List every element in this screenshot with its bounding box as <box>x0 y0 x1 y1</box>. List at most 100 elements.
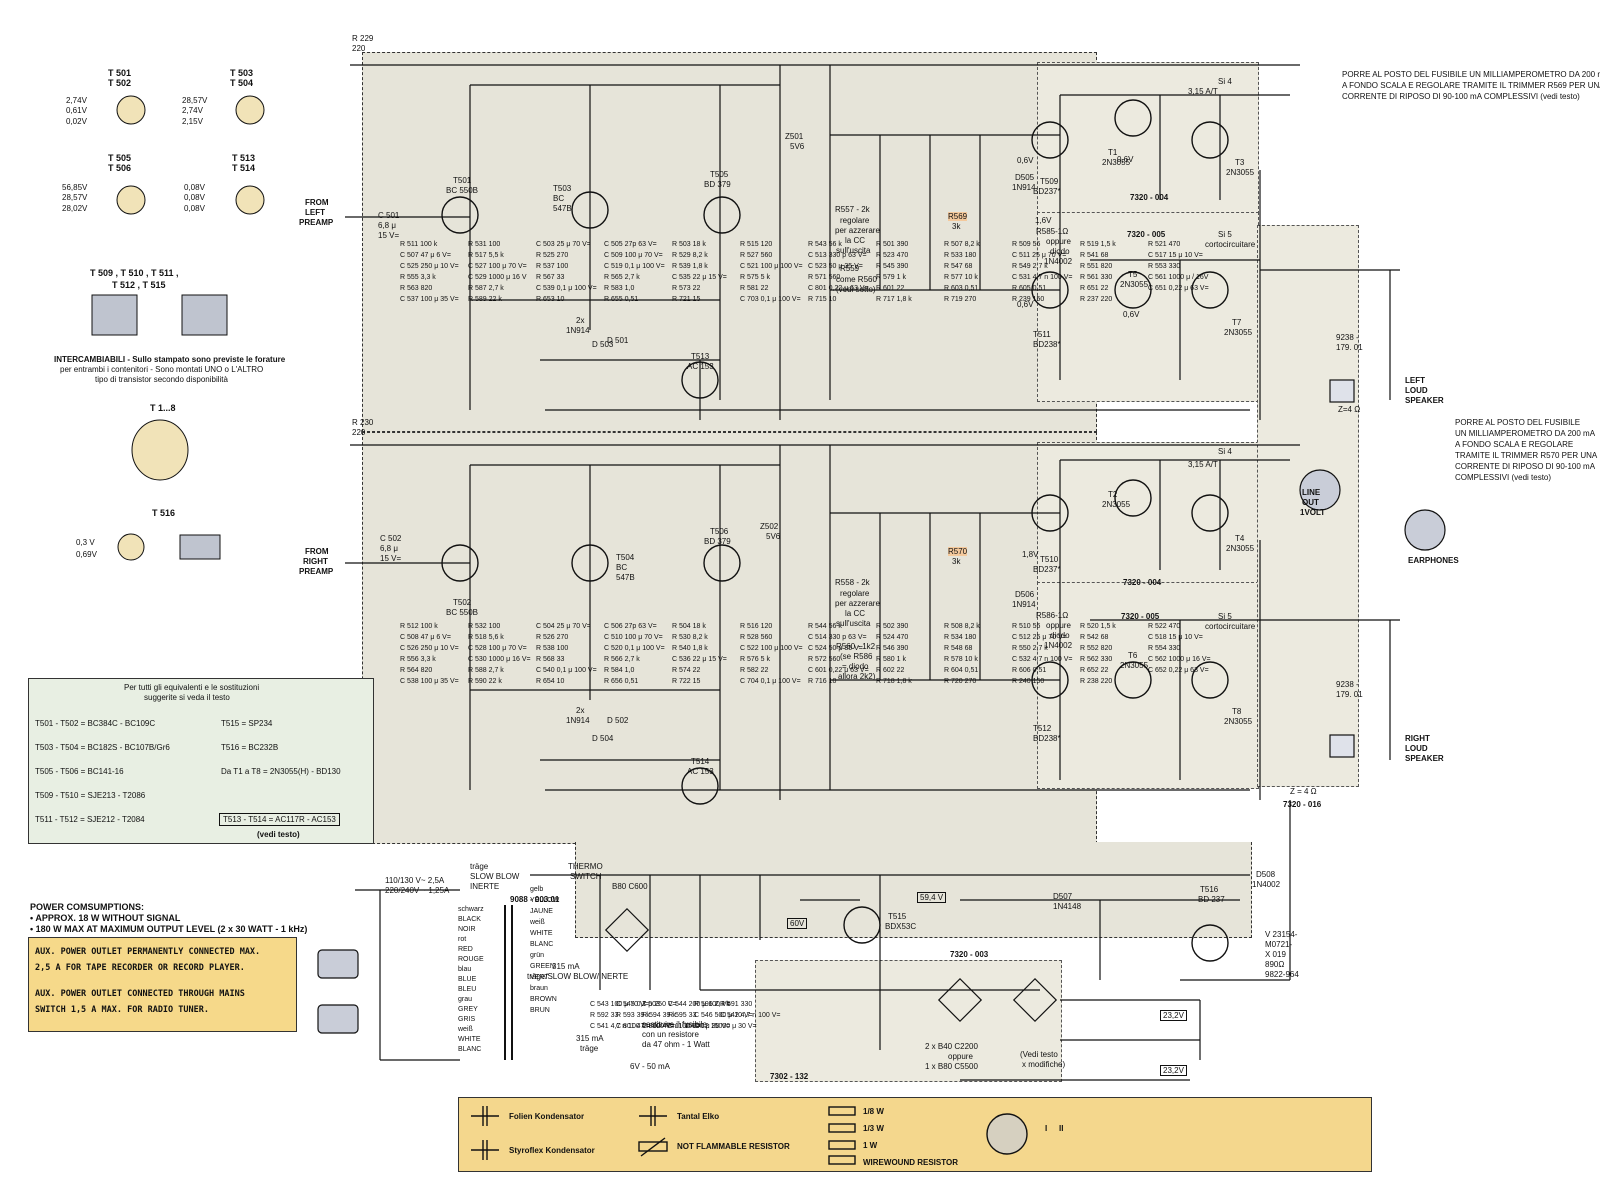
v-top-3: 0,6V <box>1117 155 1134 164</box>
r560-c: = diodo <box>842 662 869 671</box>
bottom-component-value: R 528 560 <box>740 634 773 641</box>
t504-type: BC <box>616 563 628 572</box>
top-component-value: C 529 1000 μ 16 V <box>468 274 527 281</box>
bottom-component-value: R 604 0,51 <box>944 667 979 674</box>
bottom-component-value: R 550 2,7 k <box>1012 645 1048 652</box>
z501-name: Z501 <box>785 132 804 141</box>
bottom-component-value: R 568 33 <box>536 656 565 663</box>
wire-label: YELLOW <box>530 897 560 904</box>
wire-label: WHITE <box>458 1036 481 1043</box>
r586-b: oppure <box>1046 621 1071 630</box>
top-component-value: R 605 0,51 <box>1012 285 1047 292</box>
bottom-component-value: C 704 0,1 μ 100 V= <box>740 678 801 685</box>
rout-top-a: 9238 - <box>1336 333 1359 342</box>
bottom-component-value: C 532 4,7 n 100 V= <box>1012 656 1073 663</box>
psu-component-value: R 595 33 <box>668 1012 697 1019</box>
top-component-value: C 801 0,22 μ 63 V= <box>808 285 869 292</box>
top-component-value: C 535 22 μ 15 V= <box>672 274 727 281</box>
t515-type: BDX53C <box>885 922 917 931</box>
d507-type: 1N4148 <box>1053 902 1082 911</box>
top-component-value: C 517 15 μ 10 V= <box>1148 252 1203 259</box>
bottom-component-value: R 524 470 <box>876 634 909 641</box>
bottom-component-value: C 506 27p 63 V= <box>604 623 657 630</box>
wire-label: VERT <box>530 974 549 981</box>
top-component-value: R 603 0,51 <box>944 285 979 292</box>
legend-1-3w: 1/3 W <box>863 1124 884 1133</box>
note-top-2: A FONDO SCALA E REGOLARE TRAMITE IL TRIM… <box>1342 81 1600 90</box>
bridge-3: 1 x B80 C5500 <box>925 1062 978 1071</box>
r229-a: R 229 <box>352 34 374 43</box>
t511-type: BD238* <box>1033 340 1061 349</box>
from-right-3: PREAMP <box>299 567 334 576</box>
relay-2: M0721- <box>1265 940 1293 949</box>
top-component-value: R 515 120 <box>740 241 773 248</box>
note-mid-1: PORRE AL POSTO DEL FUSIBILE <box>1455 418 1581 427</box>
r229-b: 220 <box>352 44 366 53</box>
t6-type: 2N3055 <box>1120 661 1149 670</box>
t501-type: BC 550B <box>446 186 479 195</box>
t502-name: T502 <box>453 598 472 607</box>
c501-c: 15 V= <box>378 231 400 240</box>
t505-type: BD 379 <box>704 180 731 189</box>
line-out-1: LINE <box>1302 488 1321 497</box>
bottom-component-value: R 542 68 <box>1080 634 1109 641</box>
top-component-value: C 703 0,1 μ 100 V= <box>740 296 801 303</box>
top-component-value: R 719 270 <box>944 296 977 303</box>
module-9088: 9088 - 003.01 <box>510 895 560 904</box>
psu-component-value: R 596 2,7 k <box>694 1001 730 1008</box>
psu-component-value: R 591 330 <box>720 1001 753 1008</box>
bottom-component-value: R 584 1,0 <box>604 667 635 674</box>
equivalents-box: Per tutti gli equivalenti e le sostituzi… <box>28 678 374 844</box>
from-left-3: PREAMP <box>299 218 334 227</box>
c501-a: C 501 <box>378 211 400 220</box>
right-speaker-3: SPEAKER <box>1405 754 1444 763</box>
legend-symbols <box>471 1106 1028 1165</box>
note-mid-3: A FONDO SCALA E REGOLARE <box>1455 440 1574 449</box>
top-component-value: R 237 220 <box>1080 296 1113 303</box>
t3-type: 2N3055 <box>1226 168 1255 177</box>
note-mid-6: COMPLESSIVI (vedi testo) <box>1455 473 1552 482</box>
trage1-a: träge <box>470 862 489 871</box>
r230-b: 220 <box>352 428 366 437</box>
c502-a: C 502 <box>380 534 402 543</box>
bottom-component-value: R 502 390 <box>876 623 909 630</box>
si4-top-a: Si 4 <box>1218 77 1232 86</box>
bottom-component-value: R 516 120 <box>740 623 773 630</box>
top-component-value: R 581 22 <box>740 285 769 292</box>
t516-type: BD 237 <box>1198 895 1225 904</box>
bottom-component-value: C 538 100 μ 35 V= <box>400 678 459 685</box>
top-component-value: R 547 68 <box>944 263 973 270</box>
d503: D 503 <box>592 340 614 349</box>
t8-type: 2N3055 <box>1224 717 1253 726</box>
psu-component-value: C 12 15000 μ 30 V= <box>694 1023 757 1030</box>
top-component-value: C 505 27p 63 V= <box>604 241 657 248</box>
wire-label: rot <box>458 936 467 943</box>
bottom-component-value: R 720 270 <box>944 678 977 685</box>
r585-b: oppure <box>1046 237 1071 246</box>
equiv-left-2: T503 - T504 = BC182S - BC107B/Gr6 <box>35 743 170 752</box>
si5-b-2: cortocircuitare <box>1205 622 1256 631</box>
regolare-bot-4: la CC <box>845 609 866 618</box>
volt-232b: 23,2V <box>1160 1065 1187 1076</box>
bottom-component-value: R 582 22 <box>740 667 769 674</box>
t501-v1: 2,74V <box>66 96 87 105</box>
bottom-component-value: R 508 8,2 k <box>944 623 980 630</box>
top-component-value: R 549 2,7 k <box>1012 263 1048 270</box>
wire-label: GREY <box>458 1006 478 1013</box>
top-component-value: C 503 25 μ 70 V= <box>536 241 591 248</box>
si4-bot-b: 3,15 A/T <box>1188 460 1218 469</box>
v-top-5: 0,6V <box>1123 310 1140 319</box>
output-stage-top2 <box>1037 212 1259 402</box>
bottom-component-value: R 546 390 <box>876 645 909 652</box>
from-right-2: RIGHT <box>303 557 328 566</box>
wire-label: weiß <box>530 919 545 926</box>
t504-type2: 547B <box>616 573 635 582</box>
wire-label: BLANC <box>458 1046 482 1053</box>
top-component-value: R 651 22 <box>1080 285 1109 292</box>
t501-label-a: T 501 <box>108 68 132 78</box>
t3-name: T3 <box>1235 158 1245 167</box>
r570-b: 3k <box>952 557 961 566</box>
bottom-component-value: R 240 150 <box>1012 678 1045 685</box>
wire-label: BLUE <box>458 976 477 983</box>
trage1-b: SLOW BLOW <box>470 872 520 881</box>
